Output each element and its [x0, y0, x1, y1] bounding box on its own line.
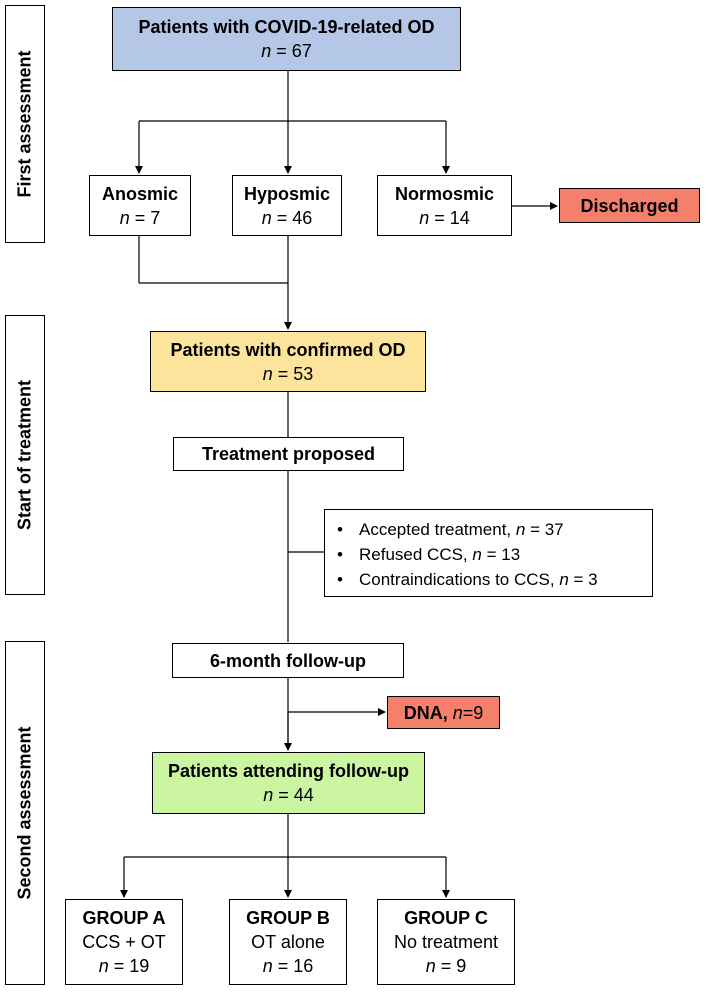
node-group-b-title: GROUP B — [246, 908, 330, 928]
node-confirmed-od-count: n = 53 — [262, 363, 314, 384]
node-covid-od-title: Patients with COVID-19-related OD — [138, 17, 435, 37]
node-anosmic-title: Anosmic — [101, 183, 179, 204]
node-followup-title: 6-month follow-up — [210, 650, 366, 671]
list-item: •Refused CCS, n = 13 — [337, 545, 521, 564]
node-confirmed-od-title: Patients with confirmed OD — [170, 339, 406, 360]
node-attending-title: Patients attending follow-up — [168, 761, 409, 781]
node-covid-od-count: n = 67 — [261, 41, 312, 61]
node-discharged: Discharged — [559, 188, 700, 223]
node-dna: DNA, n = 9 — [387, 696, 500, 729]
treatment-outcomes-list: •Accepted treatment, n = 37 •Refused CCS… — [324, 509, 653, 597]
node-hyposmic-title: Hyposmic — [243, 183, 331, 204]
node-treatment-proposed: Treatment proposed — [173, 437, 404, 471]
node-normosmic: Normosmic n = 14 — [377, 175, 512, 236]
node-confirmed-od: Patients with confirmed OD n = 53 — [150, 331, 426, 392]
node-group-a-title: GROUP A — [82, 908, 166, 928]
node-followup: 6-month follow-up — [172, 643, 404, 678]
node-group-b-count: n = 16 — [262, 956, 314, 976]
node-group-a-count: n = 19 — [98, 956, 150, 976]
node-group-c-count: n = 9 — [425, 956, 467, 976]
node-group-c-sub: No treatment — [393, 932, 499, 952]
sidebar-first-assessment-label: First assessment — [14, 50, 35, 198]
list-item: •Accepted treatment, n = 37 — [337, 520, 564, 539]
node-dna-title: DNA, — [403, 702, 448, 723]
node-attending: Patients attending follow-up n = 44 — [152, 752, 425, 814]
node-discharged-title: Discharged — [580, 195, 679, 216]
sidebar-second-assessment: Second assessment — [5, 641, 45, 985]
sidebar-start-of-treatment-label: Start of treatment — [14, 379, 35, 531]
node-hyposmic-count: n = 46 — [261, 207, 313, 228]
node-group-a: GROUP A CCS + OT n = 19 — [65, 899, 183, 985]
node-group-b: GROUP B OT alone n = 16 — [229, 899, 347, 985]
node-group-b-sub: OT alone — [251, 932, 325, 952]
sidebar-second-assessment-label: Second assessment — [14, 726, 35, 900]
node-normosmic-title: Normosmic — [394, 183, 495, 204]
node-normosmic-count: n = 14 — [419, 207, 470, 228]
node-treatment-proposed-title: Treatment proposed — [201, 444, 376, 464]
list-item: •Contraindications to CCS, n = 3 — [337, 570, 598, 589]
sidebar-start-of-treatment: Start of treatment — [5, 315, 45, 595]
node-attending-count: n = 44 — [263, 785, 314, 805]
node-group-c-title: GROUP C — [404, 908, 488, 928]
node-group-c: GROUP C No treatment n = 9 — [377, 899, 515, 985]
node-group-a-sub: CCS + OT — [82, 932, 166, 952]
node-covid-od: Patients with COVID-19-related OD n = 67 — [112, 7, 461, 71]
node-hyposmic: Hyposmic n = 46 — [232, 175, 342, 236]
node-anosmic: Anosmic n = 7 — [89, 175, 191, 236]
sidebar-first-assessment: First assessment — [5, 5, 45, 243]
node-anosmic-count: n = 7 — [119, 207, 161, 228]
